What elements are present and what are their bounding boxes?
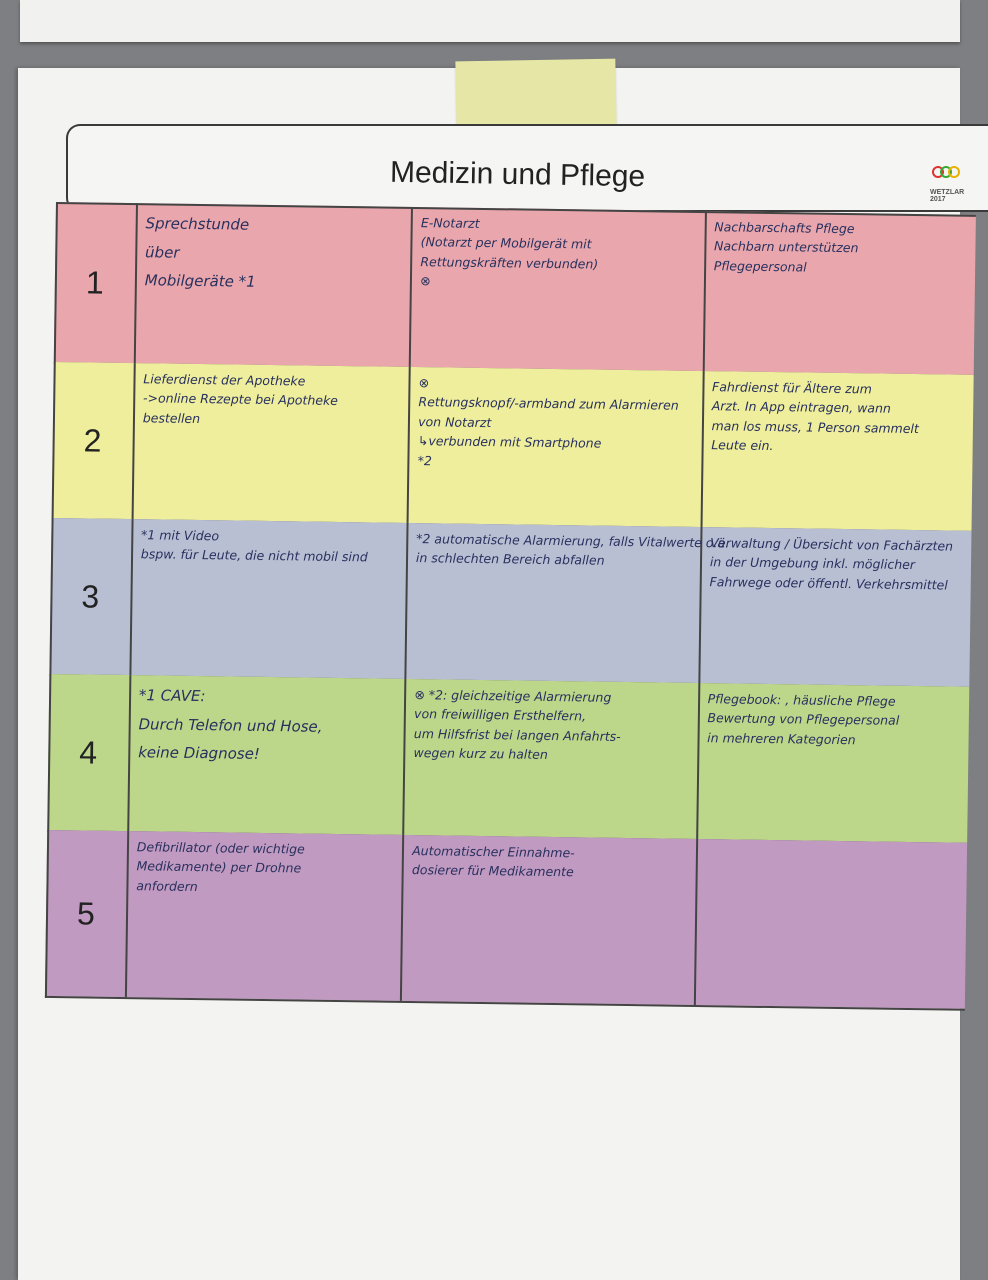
logo-text: WETZLAR 2017: [930, 189, 965, 203]
table-row: 4 *1 CAVE: Durch Telefon und Hose, keine D…: [47, 673, 970, 845]
row-number: 3: [49, 517, 134, 676]
cell-text-line: in mehreren Kategorien: [707, 729, 856, 747]
cell-text-line: keine Diagnose!: [138, 743, 261, 763]
row-number: 5: [44, 829, 130, 998]
cell-text-line: Pflegepersonal: [713, 257, 807, 275]
top-sheet-edge: [20, 0, 960, 42]
cell-text-line: Durch Telefon und Hose,: [138, 714, 323, 736]
cell-text-line: bestellen: [142, 409, 201, 426]
cell-text-line: Rettungskräften verbunden): [420, 253, 599, 272]
table-cell: Automatischer Einnahme-dosierer für Medi…: [402, 834, 698, 1006]
logo-icon: WETZLAR 2017: [930, 160, 965, 220]
page-title: Medizin und Pflege: [389, 155, 646, 194]
cell-text-line: ⊗: [420, 273, 431, 289]
cell-text-line: über: [145, 242, 180, 262]
cell-text-line: dosierer für Medikamente: [411, 862, 574, 880]
cell-text-line: in schlechten Bereich abfallen: [415, 550, 605, 569]
cell-text-line: wegen kurz zu halten: [413, 745, 548, 763]
title-box: [66, 124, 988, 212]
row-number: 4: [47, 673, 132, 832]
row-number: 1: [53, 202, 138, 364]
table-cell: Lieferdienst der Apotheke->online Rezept…: [133, 363, 411, 523]
cell-text-line: *1 CAVE:: [138, 686, 206, 706]
table-cell: [695, 839, 967, 1009]
cell-text-line: *2: [417, 452, 432, 468]
table-cell: *1 CAVE: Durch Telefon und Hose, keine Dia…: [129, 675, 407, 835]
row-number: 2: [51, 361, 136, 520]
cell-text-line: Fahrwege oder öffentl. Verkehrsmittel: [709, 573, 948, 593]
cell-text-line: ↳verbunden mit Smartphone: [417, 433, 602, 451]
cell-text-line: Leute ein.: [711, 437, 774, 454]
table-cell: *2 automatische Alarmierung, falls Vital…: [406, 522, 729, 684]
cell-text-line: anfordern: [136, 877, 198, 894]
cell-text-line: bspw. für Leute, die nicht mobil sind: [140, 546, 368, 565]
table-row: 2 Lieferdienst der Apotheke->online Reze…: [51, 361, 974, 533]
cell-text-line: Mobilgeräte *1: [144, 271, 256, 291]
cell-text-line: Sprechstunde: [145, 214, 250, 234]
